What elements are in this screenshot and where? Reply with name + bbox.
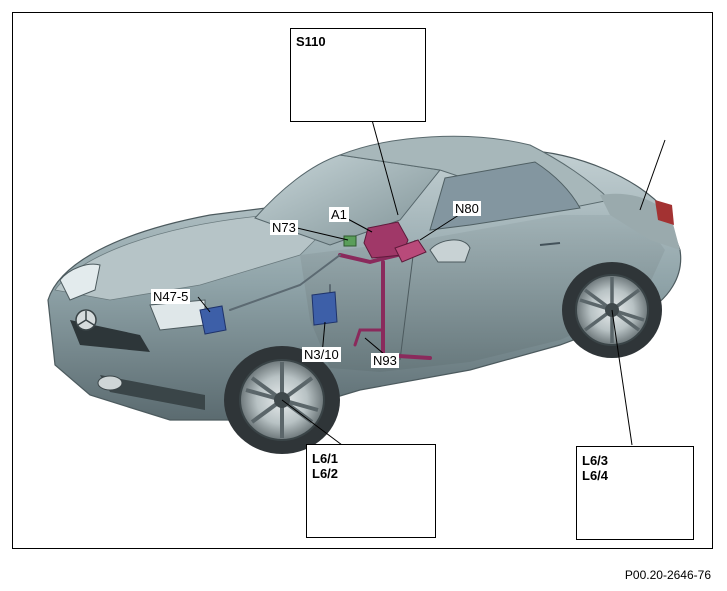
- inset-code-l6-2: L6/2: [312, 466, 339, 481]
- n73-module: [343, 235, 357, 247]
- label-n73: N73: [270, 220, 298, 235]
- n47-5-module: [199, 305, 227, 335]
- rear-sensor-inset: L6/3 L6/4: [576, 446, 694, 540]
- label-a1: A1: [329, 207, 349, 222]
- label-n3-10: N3/10: [302, 347, 341, 362]
- inset-code-l6-3: L6/3: [582, 453, 609, 468]
- car-body: [47, 135, 682, 421]
- front-sensor-inset: L6/1 L6/2: [306, 444, 436, 538]
- label-n47-5: N47-5: [151, 289, 191, 304]
- n3-10-module: [311, 291, 338, 326]
- steering-wheel-inset: S110: [290, 28, 426, 122]
- inset-code-l6-1: L6/1: [312, 451, 339, 466]
- figure-reference-code: P00.20-2646-76: [624, 568, 711, 582]
- inset-code-l6-4: L6/4: [582, 468, 609, 483]
- label-n93: N93: [371, 353, 399, 368]
- label-n80: N80: [453, 201, 481, 216]
- inset-code-s110: S110: [296, 34, 326, 49]
- n80-module: [394, 239, 427, 263]
